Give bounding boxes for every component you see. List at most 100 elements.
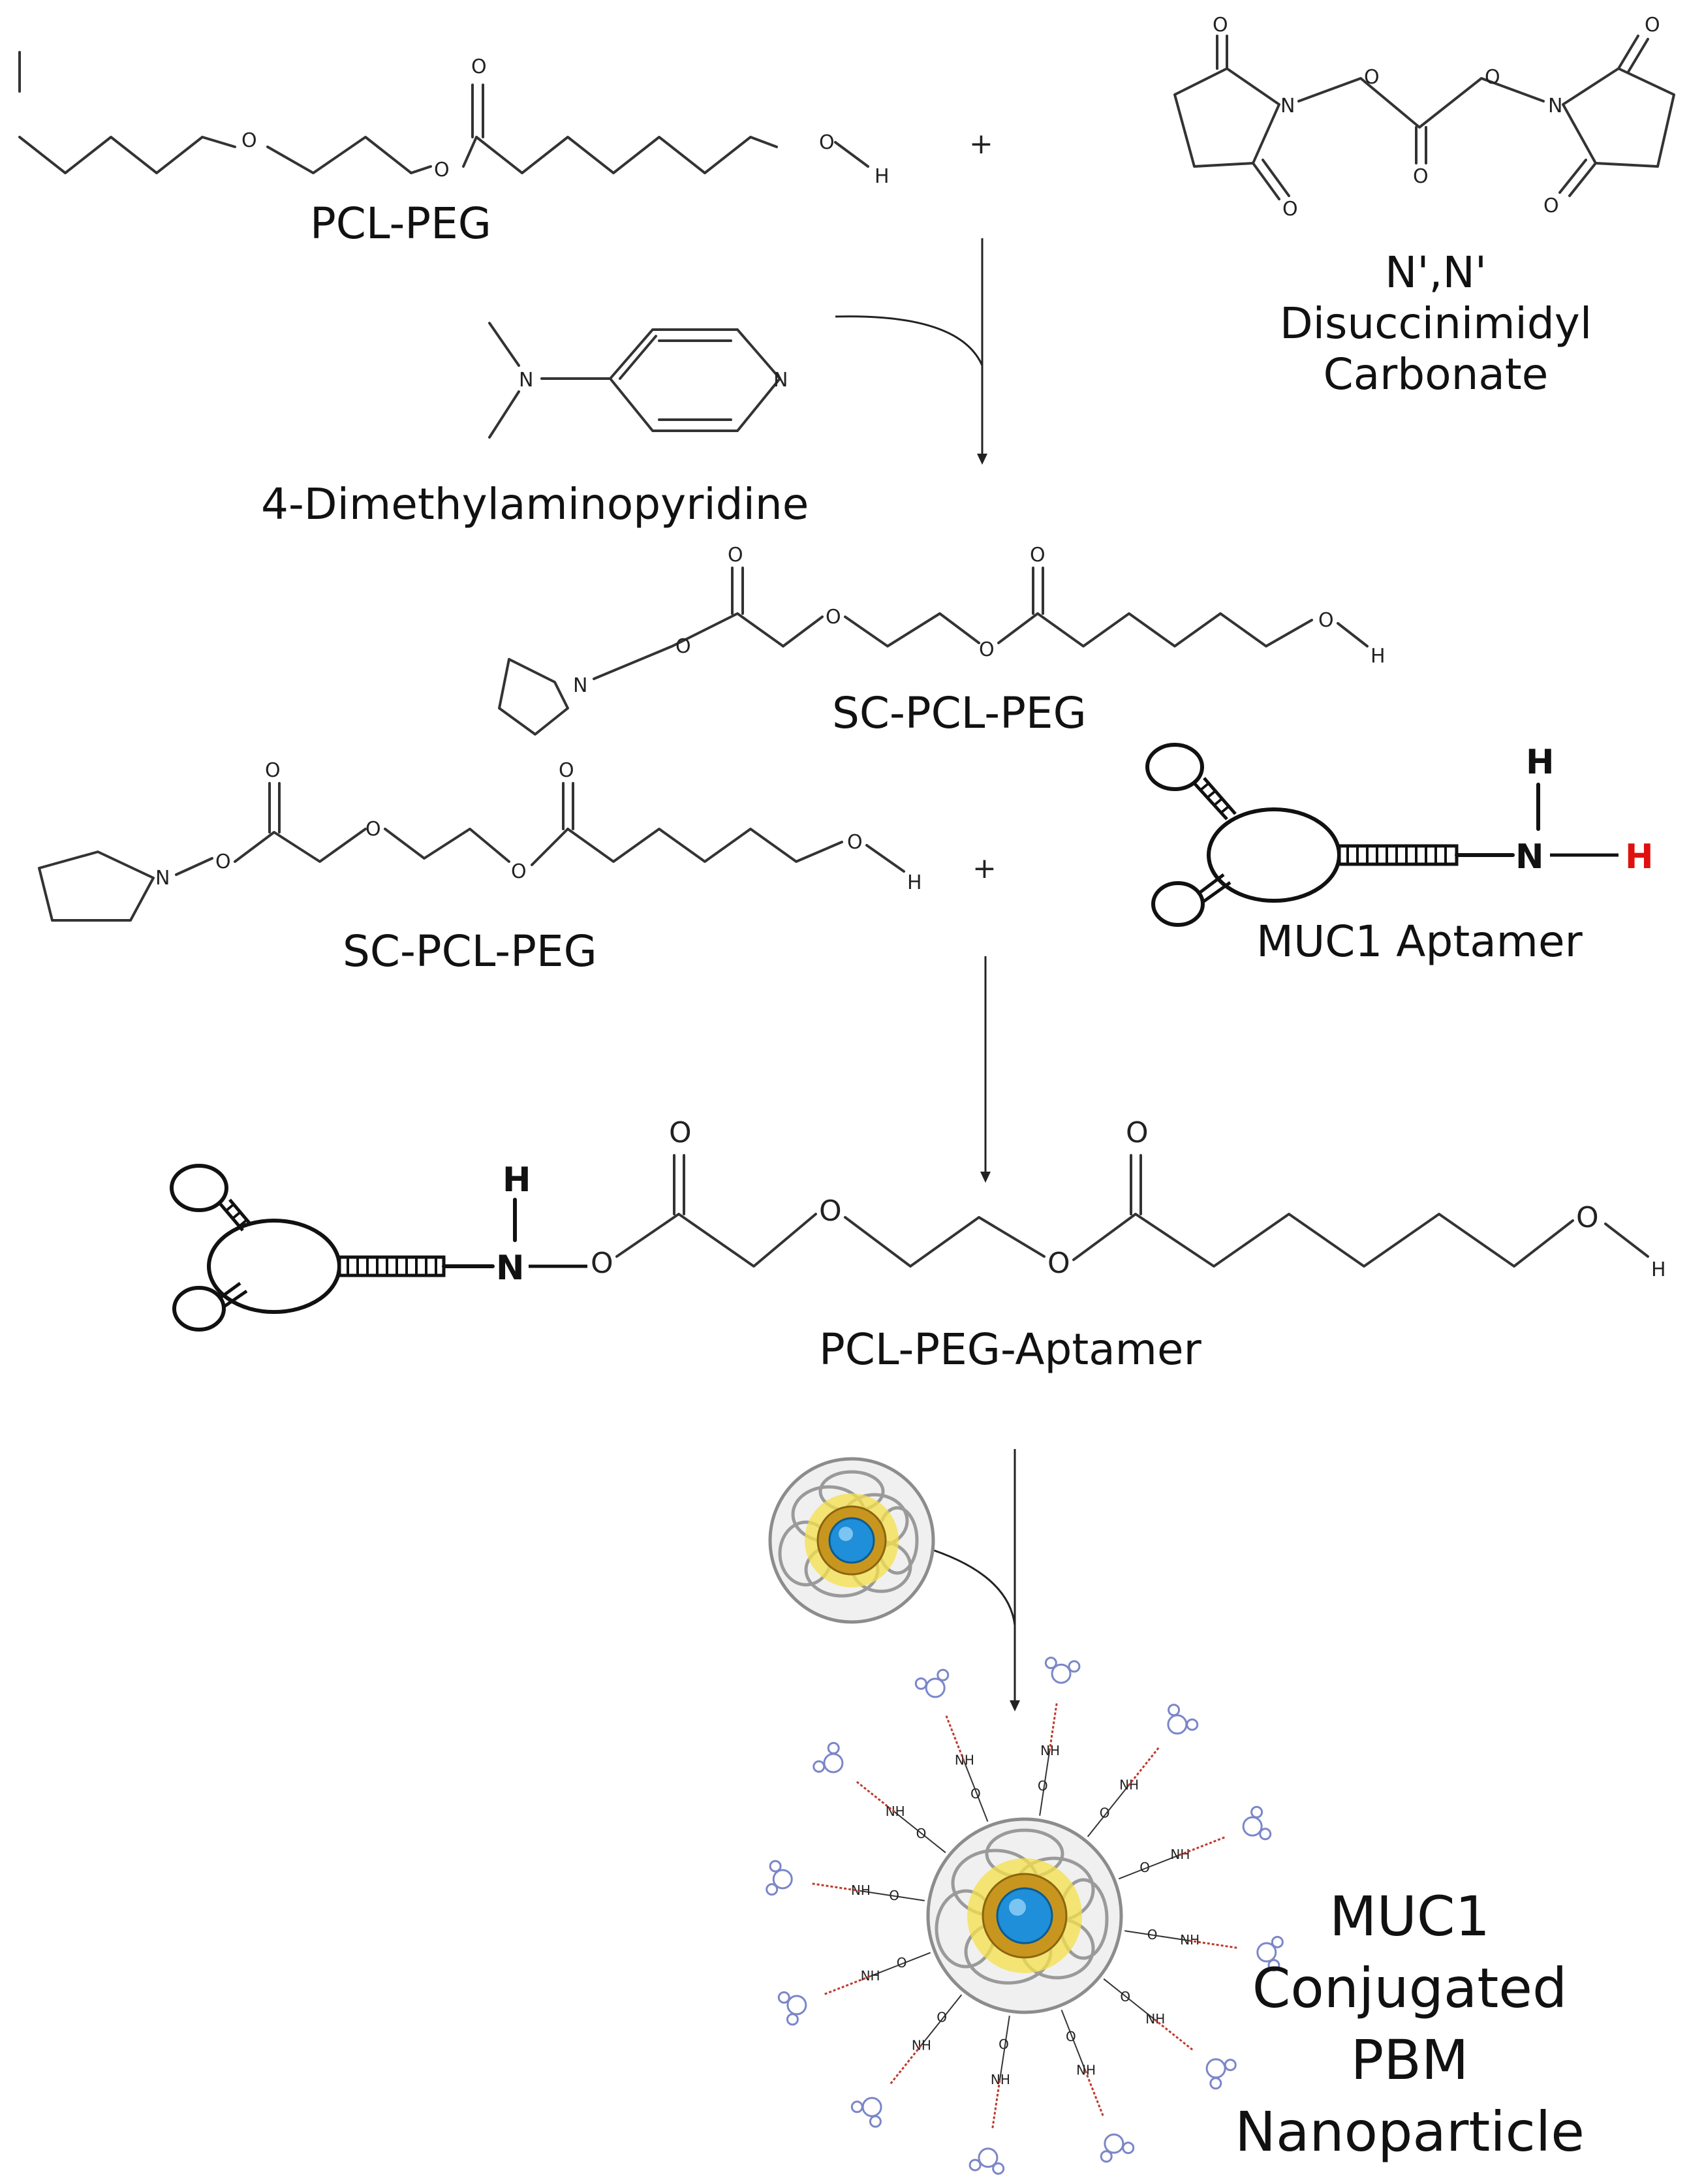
pcl-peg-structure: O O O O H [18,51,890,188]
ligand-nh: NH [886,1803,905,1819]
ligand-aptamer-loop [1122,2142,1135,2155]
ligand-aptamer-loop [992,2162,1005,2175]
ligand-nh: NH [861,1968,880,1984]
ligand-linker [1118,1867,1147,1880]
ligand-aptamer-loop [1068,1660,1081,1673]
pcl-peg-label: PCL-PEG [310,198,491,249]
ligand-linker [1103,1978,1127,1998]
product-label-line3: PBM [1351,2028,1469,2092]
atom-o-carbonyl: O [1126,1116,1149,1149]
product-label-line4: Nanoparticle [1235,2100,1585,2164]
ligand-linker [1084,2070,1104,2117]
sc-pcl-peg-label-1: SC-PCL-PEG [832,688,1087,738]
atom-o: O [1543,195,1559,217]
ligand-carbonyl-o: O [970,1786,981,1802]
product-label-line2: Conjugated [1252,1956,1568,2020]
atom-o: O [1645,14,1660,37]
atom-o: O [1485,66,1500,89]
atom-o-carbonyl: O [1413,165,1429,188]
ligand-aptamer-body [861,2097,882,2117]
dsc-label-line2: Disuccinimidyl [1280,298,1592,349]
atom-o: O [591,1247,613,1280]
ligand-linker [976,1794,989,1822]
atom-h: H [1526,743,1555,782]
ligand-linker [1072,2036,1086,2071]
atom-o-carbonyl: O [728,544,743,567]
ligand-aptamer-loop [937,1668,950,1681]
ligand-linker [1039,1786,1045,1816]
ligand-carbonyl-o: O [897,1955,907,1971]
atom-o: O [434,159,450,181]
ligand-aptamer-loop [1271,1935,1284,1948]
atom-n: N [155,867,170,890]
ligand-aptamer-body [772,1869,793,1890]
ligand-linker [1043,1751,1051,1787]
atom-o: O [1213,14,1228,37]
atom-n: N [496,1249,525,1288]
ligand-aptamer-loop [813,1760,826,1773]
atom-o: O [826,606,841,629]
ligand-aptamer-loop [1224,2059,1237,2072]
ligand-aptamer-loop [1209,2077,1222,2090]
dsc-structure: O O N O O O O O N [1173,14,1675,221]
atom-o: O [365,818,381,841]
atom-o-carbonyl: O [471,55,487,78]
sc-pcl-peg-structure-1: N O O O O O O H [498,544,1386,736]
ligand-aptamer-body [978,2147,999,2168]
ligand-carbonyl-o: O [1120,1989,1130,2005]
ligand-nh: NH [912,2037,931,2053]
atom-h: H [907,871,922,894]
atom-o: O [511,860,527,883]
ligand-aptamer-body [1256,1942,1277,1963]
atom-n: N [519,369,533,392]
ligand-linker [991,2080,1001,2129]
ligand-carbonyl-o: O [1038,1778,1048,1794]
reagent-curve [835,315,984,366]
atom-o: O [979,638,995,661]
ligand-linker [1087,1813,1107,1837]
ligand-carbonyl-o: O [1100,1805,1110,1821]
sc-pcl-peg-structure-2: N O O O O O O H [38,759,922,922]
ligand-linker [1179,1836,1226,1856]
atom-h: H [875,165,890,188]
ligand-linker [903,1952,931,1964]
atom-o-carbonyl: O [1030,544,1046,567]
ligand-aptamer-loop [1168,1704,1181,1717]
ligand-linker [1048,1702,1058,1752]
atom-o: O [1576,1201,1599,1234]
atom-n: N [1548,95,1562,117]
muc1-conjugated-nanoparticle: ONHONHONHONHONHONHONHONHONHONHONHONH [766,1657,1284,2175]
ligand-aptamer-loop [769,1860,782,1873]
atom-h: H [1371,645,1386,668]
ligand-aptamer-loop [968,2159,982,2172]
ligand-aptamer-loop [766,1883,779,1896]
ligand-linker [1124,1930,1154,1936]
atom-o: O [1047,1247,1070,1280]
ligand-aptamer-body [1205,2058,1226,2079]
atom-o-carbonyl: O [559,759,574,782]
plus-sign: + [969,127,993,161]
ligand-carbonyl-o: O [1139,1860,1150,1875]
ligand-aptamer-loop [786,2013,799,2026]
muc1-aptamer-structure: N H H [1145,743,1654,927]
atom-o: O [675,635,691,658]
ligand-aptamer-body [1167,1714,1188,1735]
ligand-aptamer-loop [1186,1718,1199,1731]
ligand-linker [856,1780,895,1813]
arrowhead [980,1172,991,1183]
ligand-aptamer-body [1051,1663,1072,1684]
atom-n: N [1280,95,1295,117]
ligand-carbonyl-o: O [937,2009,947,2025]
ligand-linker [1061,2009,1073,2038]
ligand-linker [1145,1854,1180,1869]
atom-o: O [819,1194,842,1228]
arrowhead [1010,1700,1020,1711]
ligand-linker [920,2017,944,2046]
pcl-peg-aptamer-structure: N H O O O O O O H [170,1116,1666,1332]
atom-o: O [1318,609,1334,632]
ligand-aptamer-body [1104,2133,1124,2154]
ligand-linker [824,1975,871,1995]
product-label-line1: MUC1 [1329,1884,1490,1948]
